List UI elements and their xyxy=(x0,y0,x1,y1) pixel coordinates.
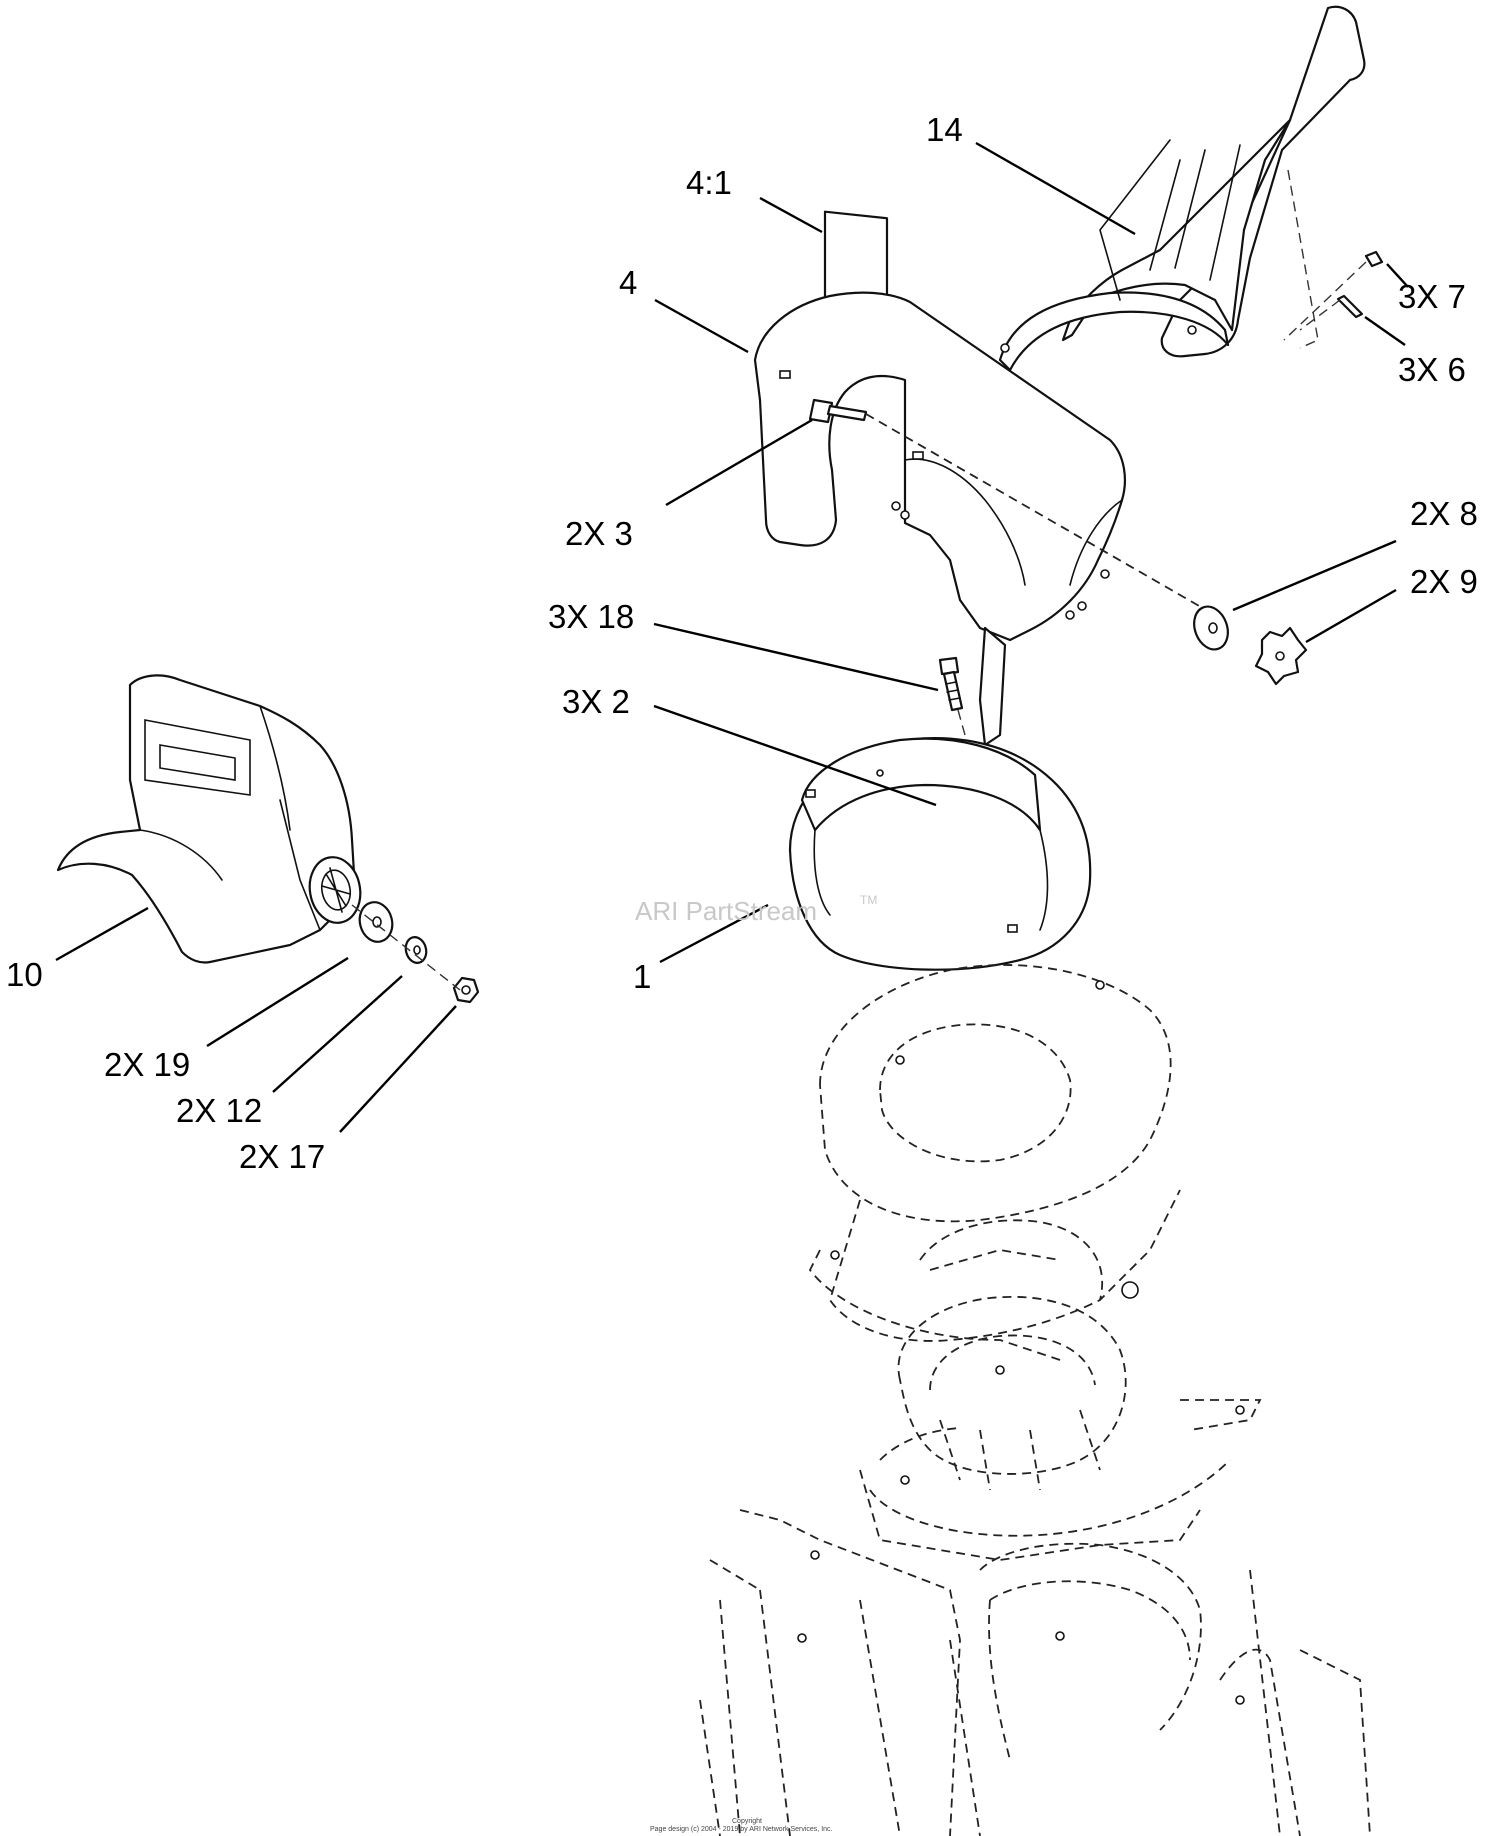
leader-3x2 xyxy=(653,704,937,807)
part-7-axis-line xyxy=(1283,261,1367,341)
callout-2x3[interactable]: 2X 3 xyxy=(565,515,633,552)
part-4-upper-chute[interactable] xyxy=(753,291,1126,747)
reference-chute-base-assembly xyxy=(699,964,1371,1836)
callout-labels: 14 4:1 4 3X 7 3X 6 2X 3 2X 8 2X 9 3X 18 … xyxy=(6,111,1478,1175)
callout-2x9[interactable]: 2X 9 xyxy=(1410,563,1478,600)
callout-4[interactable]: 4 xyxy=(619,264,637,301)
footer-copyright: Copyright xyxy=(732,1818,762,1825)
leader-2x19 xyxy=(206,956,349,1048)
part-14-deflector-handle[interactable] xyxy=(998,5,1366,372)
callout-3x6[interactable]: 3X 6 xyxy=(1398,351,1466,388)
callout-2x17[interactable]: 2X 17 xyxy=(239,1138,325,1175)
leader-3x7 xyxy=(1386,263,1409,288)
leader-2x3 xyxy=(665,418,813,507)
part-3-axis-line xyxy=(865,413,1221,619)
leader-3x18 xyxy=(653,622,939,692)
watermark: ARI PartStream xyxy=(635,896,817,926)
part-17-nut[interactable] xyxy=(452,976,480,1004)
part-19-washer[interactable] xyxy=(355,899,396,946)
callout-4-1[interactable]: 4:1 xyxy=(686,164,732,201)
part-4-1-decal[interactable] xyxy=(823,210,889,306)
part-6-axis-line xyxy=(1299,299,1341,331)
callout-3x2[interactable]: 3X 2 xyxy=(562,683,630,720)
part-18-bolt[interactable] xyxy=(938,656,964,712)
part-6-washer[interactable] xyxy=(1336,294,1364,319)
part-7-nut[interactable] xyxy=(1364,250,1384,268)
leader-2x8 xyxy=(1232,539,1397,612)
leader-2x9 xyxy=(1305,588,1397,644)
footer-page-design: Page design (c) 2004 - 2019 by ARI Netwo… xyxy=(650,1826,833,1833)
part-10-hardware-axis-line xyxy=(351,904,461,991)
part-12-washer[interactable] xyxy=(403,935,429,965)
part-10-chute-deflector[interactable] xyxy=(56,674,365,964)
leader-lines xyxy=(55,141,1409,1133)
leader-10 xyxy=(55,906,149,962)
callout-10[interactable]: 10 xyxy=(6,956,43,993)
callout-1[interactable]: 1 xyxy=(633,958,651,995)
part-8-washer[interactable] xyxy=(1188,602,1233,654)
leader-3x6 xyxy=(1364,316,1406,346)
callout-2x8[interactable]: 2X 8 xyxy=(1410,495,1478,532)
callout-2x12[interactable]: 2X 12 xyxy=(176,1092,262,1129)
part-3-bolt[interactable] xyxy=(808,398,868,424)
leader-4-1 xyxy=(759,196,823,234)
leader-1 xyxy=(659,903,769,964)
callout-3x18[interactable]: 3X 18 xyxy=(548,598,634,635)
watermark-trademark: TM xyxy=(860,893,877,907)
part-14-mount-hidden-line xyxy=(1287,169,1319,349)
leader-2x17 xyxy=(339,1005,457,1133)
leader-2x12 xyxy=(272,975,403,1093)
part-1-chute-ring[interactable] xyxy=(788,737,1092,971)
leader-4 xyxy=(654,298,749,354)
callout-14[interactable]: 14 xyxy=(926,111,963,148)
callout-3x7[interactable]: 3X 7 xyxy=(1398,278,1466,315)
callout-2x19[interactable]: 2X 19 xyxy=(104,1046,190,1083)
part-9-lock-washer[interactable] xyxy=(1254,626,1308,686)
leader-14 xyxy=(975,141,1136,236)
